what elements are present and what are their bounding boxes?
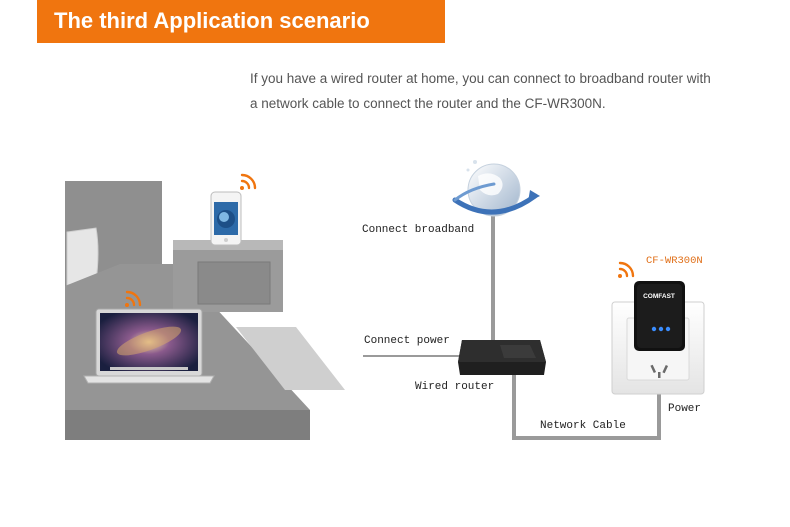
bedroom-scene xyxy=(65,173,345,440)
laptop-icon xyxy=(83,308,215,384)
device-brand: COMFAST xyxy=(643,293,675,300)
label-wired-router: Wired router xyxy=(415,381,495,393)
floor-rug xyxy=(236,327,345,390)
phone-icon xyxy=(210,191,242,246)
wifi-icon xyxy=(618,261,635,278)
router-icon xyxy=(458,340,546,375)
description-text: If you have a wired router at home, you … xyxy=(250,66,750,116)
nightstand xyxy=(173,240,283,312)
label-connect-broadband: Connect broadband xyxy=(362,224,475,236)
wifi-icon xyxy=(240,173,257,190)
label-connect-power: Connect power xyxy=(364,335,450,347)
network-cable xyxy=(512,352,661,440)
label-power: Power xyxy=(668,403,702,415)
bed-front xyxy=(65,410,310,440)
outlet-icon xyxy=(650,364,669,378)
section-title: The third Application scenario xyxy=(54,8,370,33)
repeater-icon xyxy=(634,281,685,351)
globe-icon xyxy=(452,160,540,217)
section-title-banner: The third Application scenario xyxy=(37,0,445,43)
description-line-2: a network cable to connect the router an… xyxy=(250,96,606,111)
description-line-1: If you have a wired router at home, you … xyxy=(250,71,711,86)
label-device-model: CF-WR300N xyxy=(646,255,703,267)
wifi-icon xyxy=(125,290,142,307)
label-network-cable: Network Cable xyxy=(540,420,626,432)
network-diagram: COMFAST xyxy=(363,160,705,440)
